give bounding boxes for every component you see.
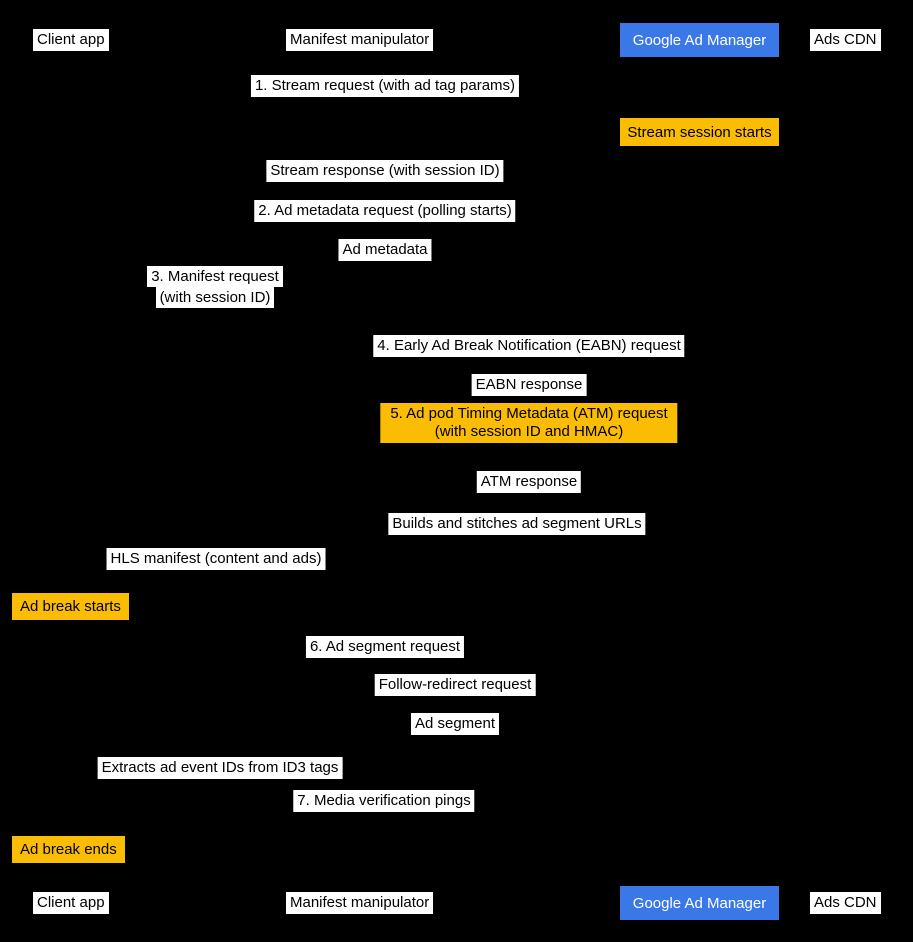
actor-manifest-manipulator-top: Manifest manipulator <box>286 29 434 51</box>
message-eabn-request: 4. Early Ad Break Notification (EABN) re… <box>373 335 685 357</box>
actor-client-app-top: Client app <box>33 29 109 51</box>
message-manifest-request-label: 3. Manifest request (with session ID) <box>147 266 283 308</box>
note-extracts-ad-event-ids: Extracts ad event IDs from ID3 tags <box>97 757 343 779</box>
actor-google-ad-manager-bottom: Google Ad Manager <box>620 886 779 920</box>
actor-ads-cdn-bottom: Ads CDN <box>810 892 881 914</box>
message-ad-metadata-request: 2. Ad metadata request (polling starts) <box>254 200 516 222</box>
message-ad-metadata: Ad metadata <box>338 239 432 261</box>
note-atm-request: 5. Ad pod Timing Metadata (ATM) request … <box>380 403 678 443</box>
message-eabn-response: EABN response <box>471 374 587 396</box>
message-follow-redirect-request: Follow-redirect request <box>374 674 536 696</box>
message-media-verification-pings: 7. Media verification pings <box>293 790 475 812</box>
message-hls-manifest: HLS manifest (content and ads) <box>106 548 326 570</box>
message-manifest-request: 3. Manifest request (with session ID) <box>85 266 345 308</box>
message-ad-segment: Ad segment <box>410 713 500 735</box>
note-stream-session-starts: Stream session starts <box>620 118 779 146</box>
message-stream-request: 1. Stream request (with ad tag params) <box>250 75 520 97</box>
actor-manifest-manipulator-bottom: Manifest manipulator <box>286 892 434 914</box>
message-stream-response: Stream response (with session ID) <box>266 160 504 182</box>
note-ad-break-ends: Ad break ends <box>12 836 125 863</box>
note-ad-break-starts: Ad break starts <box>12 593 129 620</box>
message-atm-response: ATM response <box>476 471 582 493</box>
actor-client-app-bottom: Client app <box>33 892 109 914</box>
note-builds-stitches-ad-segment-urls: Builds and stitches ad segment URLs <box>388 513 646 535</box>
message-ad-segment-request: 6. Ad segment request <box>305 636 465 658</box>
actor-google-ad-manager-top: Google Ad Manager <box>620 23 779 57</box>
actor-ads-cdn-top: Ads CDN <box>810 29 881 51</box>
